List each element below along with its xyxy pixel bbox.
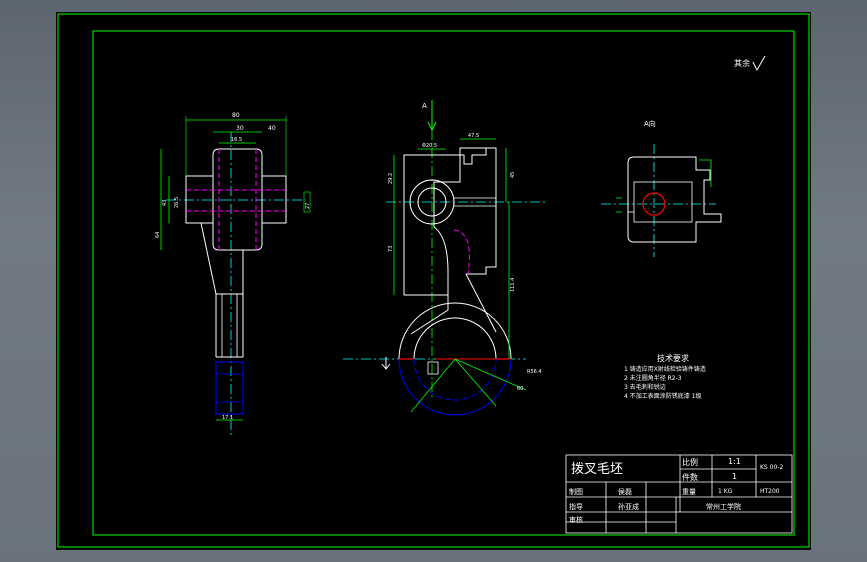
- note-item: 1 铸造应用X射线检验铸件铸造: [624, 365, 706, 373]
- qty-label: 件数: [682, 473, 698, 482]
- outer-frame: [57, 13, 810, 548]
- roughness-note: 其余: [734, 58, 750, 68]
- dim-front-top: 80: [232, 112, 240, 119]
- draw-label: 制图: [569, 488, 583, 496]
- dim-front-left3: 64: [155, 232, 161, 238]
- weight-label: 重量: [682, 488, 696, 496]
- guide-value: 孙亚成: [618, 503, 639, 511]
- dim-front-bottom: 17.1: [222, 415, 233, 421]
- view-a-label: A向: [644, 119, 656, 128]
- scale-label: 比例: [682, 458, 698, 467]
- dim-side-top: 47.5: [468, 133, 479, 139]
- qty-value: 1: [732, 472, 738, 481]
- dim-front-left2: 43: [162, 200, 168, 206]
- draw-value: 侯磊: [618, 488, 632, 496]
- note-item: 2 未注圆角半径 R2-3: [624, 374, 682, 382]
- engineering-drawing: 其余 80 30 16.5 40: [57, 13, 810, 548]
- side-view: A 47.5: [343, 100, 546, 416]
- a-view: A向: [601, 119, 722, 257]
- part-name: 拨叉毛坯: [571, 462, 624, 477]
- dim-side-low: 111.4: [510, 278, 516, 292]
- dim-side-angle: 60: [517, 386, 523, 392]
- roughness-symbol-icon: [752, 55, 766, 72]
- material: HT200: [760, 488, 780, 495]
- dim-side-r2: R56.4: [527, 369, 542, 375]
- review-label: 审核: [569, 516, 583, 524]
- dim-front-left1: 26.5: [174, 197, 180, 208]
- scale-value: 1:1: [728, 457, 741, 466]
- note-item: 4 不加工表面涂防锈底漆 1级: [624, 392, 701, 400]
- school-name: 常州工学院: [706, 503, 741, 511]
- arrow-label: A: [422, 102, 427, 110]
- drawing-number: KS 00-2: [760, 464, 784, 471]
- technical-notes: 技术要求 1 铸造应用X射线检验铸件铸造 2 未注圆角半径 R2-3 3 去毛刺…: [624, 353, 706, 400]
- dim-side-r: 45: [510, 172, 516, 178]
- dim-front-right: 40: [268, 125, 276, 132]
- note-item: 3 去毛刺和锐边: [624, 383, 666, 391]
- dim-front-mid: 30: [236, 125, 244, 132]
- dim-front-right-v: 27: [305, 203, 311, 209]
- dim-side-mid: 73: [388, 246, 394, 252]
- cad-viewport[interactable]: 其余 80 30 16.5 40: [56, 12, 811, 550]
- dim-side-left: 29.2: [388, 173, 394, 184]
- dim-front-inner: 16.5: [231, 137, 242, 143]
- inner-frame: [92, 30, 795, 536]
- weight-value: 1 KG: [718, 488, 733, 495]
- dim-side-hole: Φ20.5: [422, 143, 437, 149]
- title-block: [565, 454, 793, 534]
- guide-label: 指导: [569, 503, 583, 511]
- notes-heading: 技术要求: [657, 353, 689, 363]
- front-view: 80 30 16.5 40 26.5 43 64 27 17.1: [155, 112, 311, 437]
